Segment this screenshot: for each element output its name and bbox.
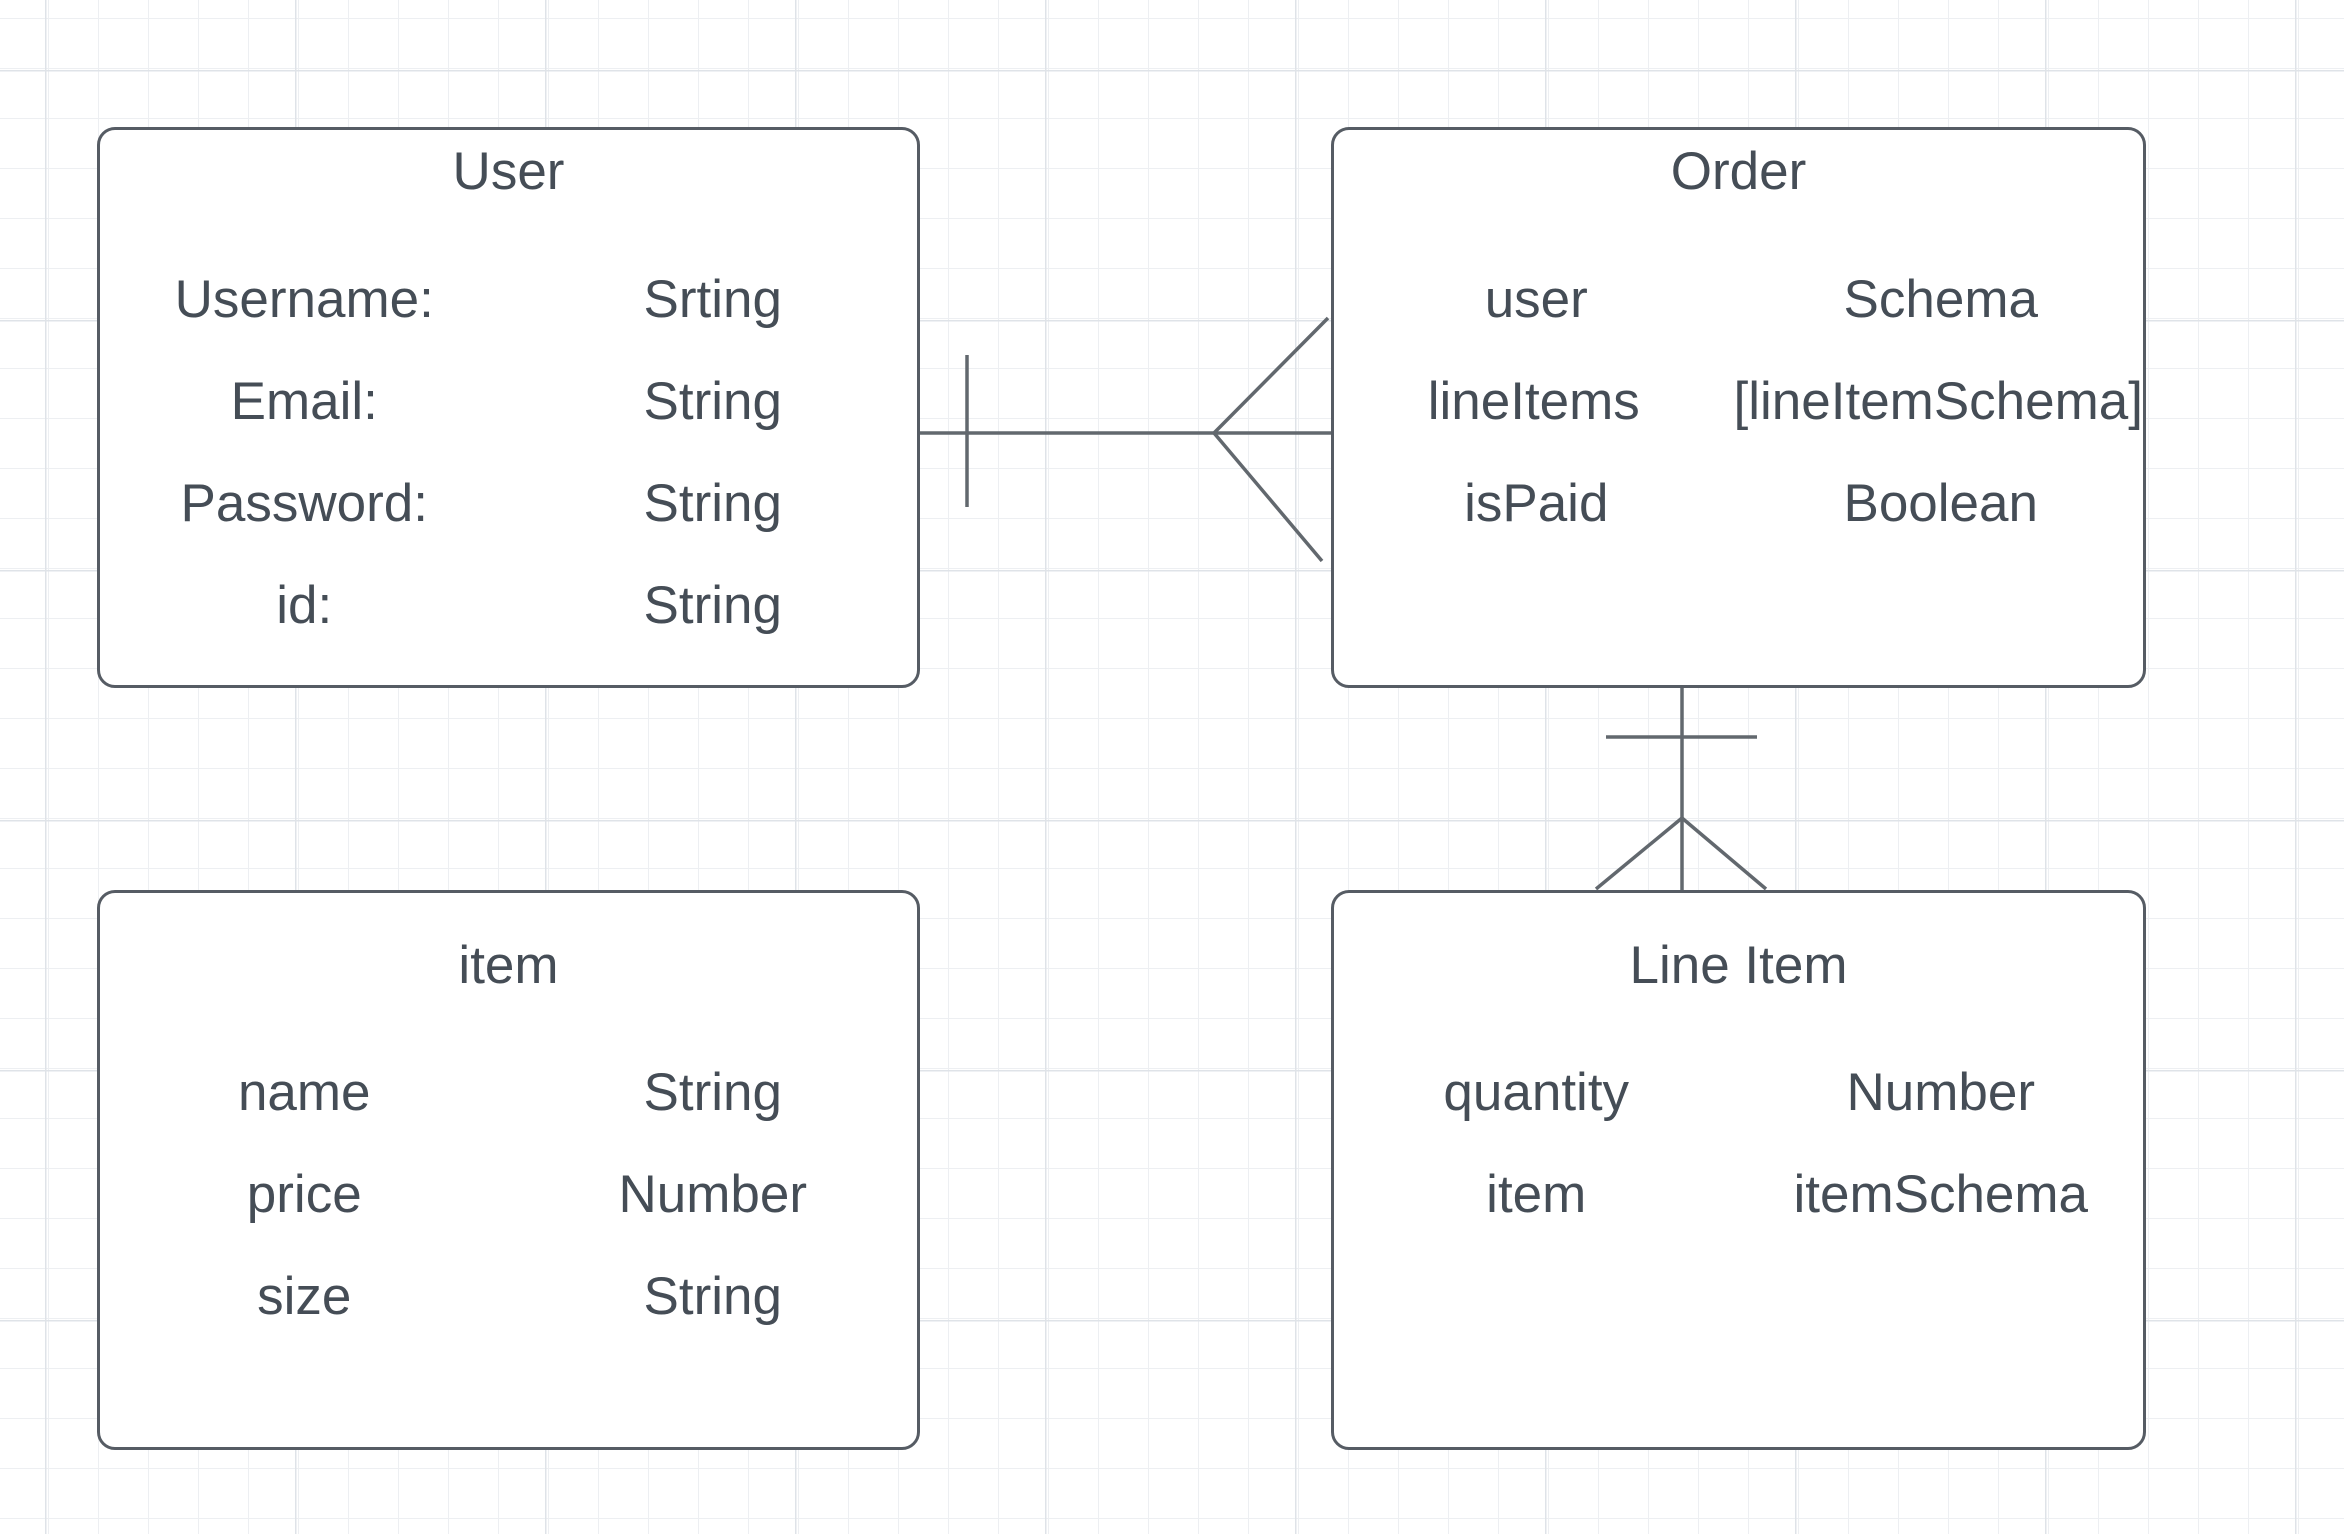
- field-type: Number: [1846, 1063, 2035, 1122]
- field-type: String: [643, 1063, 782, 1122]
- field-type: String: [643, 372, 782, 431]
- field-name: isPaid: [1464, 474, 1609, 533]
- field-name: Username:: [174, 270, 434, 329]
- entity-line-item[interactable]: Line Item quantity Number item itemSchem…: [1331, 890, 2146, 1450]
- edge-user-order[interactable]: [920, 316, 1331, 563]
- entity-user[interactable]: User Username: Srting Email: String Pass…: [97, 127, 920, 688]
- edge-order-line-item[interactable]: [1594, 688, 1768, 891]
- entity-title: User: [452, 142, 565, 201]
- entity-item[interactable]: item name String price Number size Strin…: [97, 890, 920, 1450]
- field-row: Username: Srting: [100, 249, 917, 351]
- field-name: item: [1486, 1165, 1587, 1224]
- crow-foot-marker: [1594, 816, 1768, 891]
- field-row: quantity Number: [1334, 1042, 2143, 1144]
- field-row: Password: String: [100, 453, 917, 555]
- field-row: id: String: [100, 555, 917, 657]
- field-name: size: [257, 1267, 352, 1326]
- field-name: lineItems: [1427, 372, 1640, 431]
- field-row: size String: [100, 1246, 917, 1348]
- entity-title: Line Item: [1629, 936, 1848, 995]
- field-name: Password:: [180, 474, 428, 533]
- field-table: quantity Number item itemSchema: [1334, 1042, 2143, 1246]
- field-name: price: [246, 1165, 362, 1224]
- field-type: Srting: [643, 270, 782, 329]
- field-type: String: [643, 576, 782, 635]
- entity-title: item: [458, 936, 559, 995]
- field-row: name String: [100, 1042, 917, 1144]
- field-table: name String price Number size String: [100, 1042, 917, 1348]
- field-type: Number: [618, 1165, 807, 1224]
- field-row: isPaid Boolean: [1334, 453, 2143, 555]
- field-type: Schema: [1843, 270, 2038, 329]
- field-type: [lineItemSchema]: [1733, 372, 2143, 431]
- field-row: user Schema: [1334, 249, 2143, 351]
- field-row: price Number: [100, 1144, 917, 1246]
- field-table: Username: Srting Email: String Password:…: [100, 249, 917, 657]
- crow-foot-marker: [1212, 316, 1330, 563]
- field-name: name: [237, 1063, 371, 1122]
- field-type: Boolean: [1843, 474, 2038, 533]
- field-type: String: [643, 1267, 782, 1326]
- field-row: lineItems [lineItemSchema]: [1334, 351, 2143, 453]
- field-row: Email: String: [100, 351, 917, 453]
- field-name: quantity: [1443, 1063, 1630, 1122]
- entity-order[interactable]: Order user Schema lineItems [lineItemSch…: [1331, 127, 2146, 688]
- field-type: String: [643, 474, 782, 533]
- field-row: item itemSchema: [1334, 1144, 2143, 1246]
- field-name: Email:: [230, 372, 378, 431]
- field-name: user: [1484, 270, 1588, 329]
- field-type: itemSchema: [1793, 1165, 2089, 1224]
- field-table: user Schema lineItems [lineItemSchema] i…: [1334, 249, 2143, 555]
- field-name: id:: [276, 576, 333, 635]
- entity-title: Order: [1670, 142, 1807, 201]
